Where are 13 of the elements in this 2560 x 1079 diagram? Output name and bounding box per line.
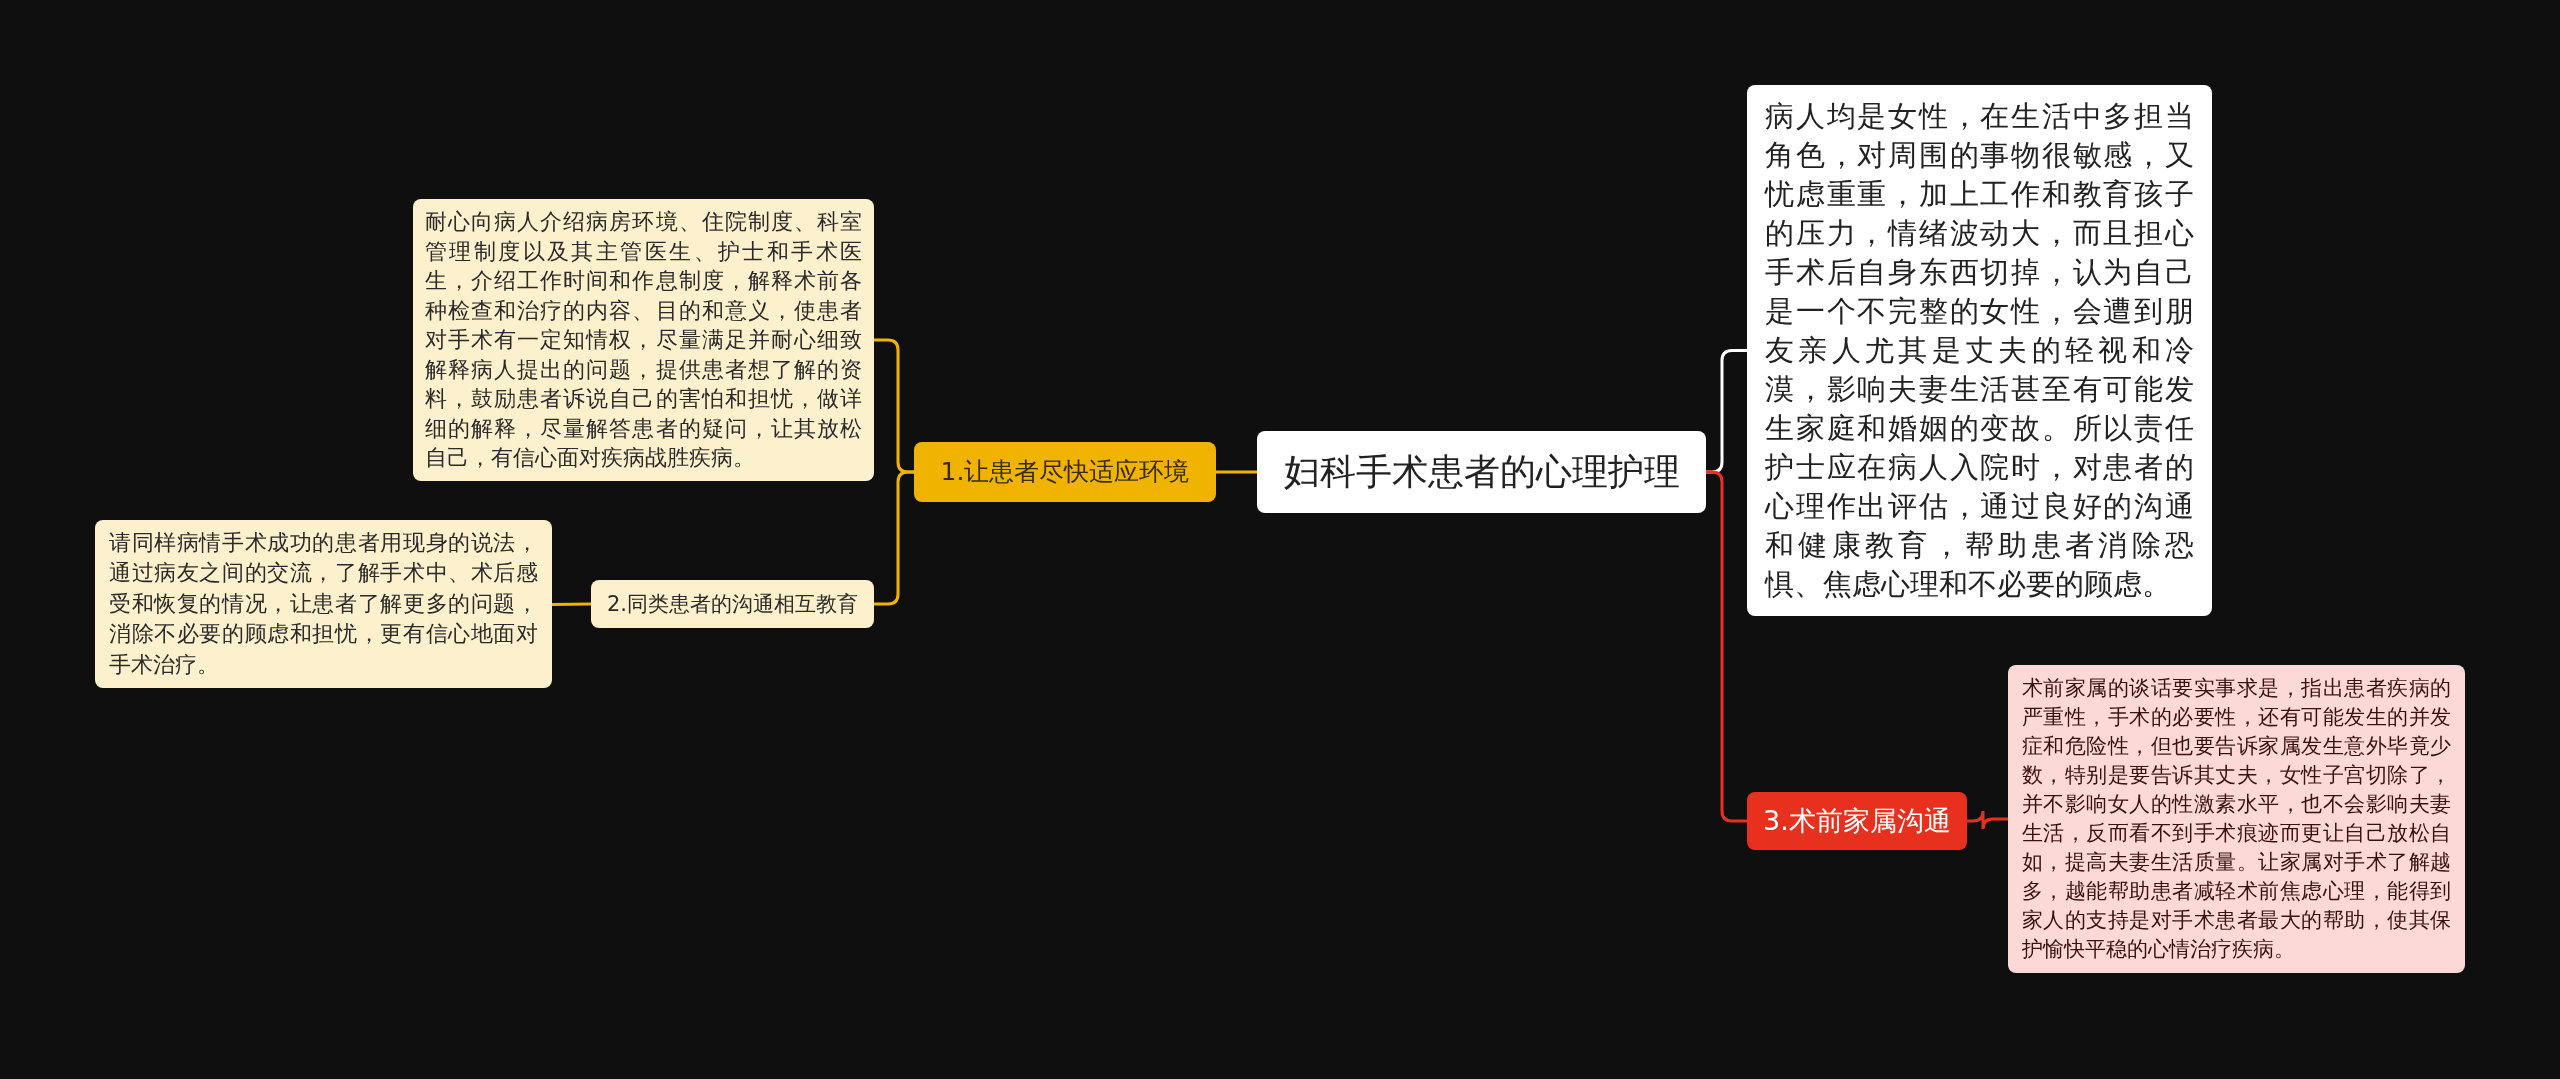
connector-line xyxy=(1967,809,2008,831)
root-topic-box: 妇科手术患者的心理护理 xyxy=(1257,431,1706,513)
note-box: 耐心向病人介绍病房环境、住院制度、科室管理制度以及其主管医生、护士和手术医生，介绍工作时间和作息制度，解释术前各种检查和治疗的内容、目的和意义，使患者对手术有一定知情权，尽量满足并耐心细致解释病人提出的问题，提供患者想了解的资料，鼓励患者诉说自己的害怕和担忧，做详细的解释，尽量解答患者的疑问，让其放松自己，有信心面对疾病战胜疾病。 xyxy=(413,199,874,481)
note-box: 病人均是女性，在生活中多担当角色，对周围的事物很敏感，又忧虑重重，加上工作和教育孩子的压力，情绪波动大，而且担心手术后自身东西切掉，认为自己是一个不完整的女性，会遭到朋友亲人尤其是丈夫的轻视和冷漠，影响夫妻生活甚至有可能发生家庭和婚姻的变故。所以责任护士应在病人入院时，对患者的心理作出评估，通过良好的沟通和健康教育，帮助患者消除恐惧、焦虑心理和不必要的顾虑。 xyxy=(1747,84,2212,616)
connector-line xyxy=(874,470,914,606)
note-box: 术前家属的谈话要实事求是，指出患者疾病的严重性，手术的必要性，还有可能发生的并发症和危险性，但也要告诉家属发生意外毕竟少数，特别是要告诉其丈夫，女性子宫切除了，并不影响女人的性激素水平，也不会影响夫妻生活，反而看不到手术痕迹而更让自己放松自如，提高夫妻生活质量。让家属对手术了解越多，越能帮助患者减轻术前焦虑心理，能得到家人的支持是对手术患者最大的帮助，使其保护愉快平稳的心情治疗疾病。 xyxy=(2008,665,2465,973)
note-box: 请同样病情手术成功的患者用现身的说法，通过病友之间的交流，了解手术中、术后感受和恢复的情况，让患者了解更多的问题，消除不必要的顾虑和担忧，更有信心地面对手术治疗。 xyxy=(95,519,552,688)
connector-line xyxy=(551,602,592,606)
connector-line xyxy=(1216,470,1257,474)
branch-topic-box: 2.同类患者的沟通相互教育 xyxy=(591,580,874,628)
branch-topic-box: 3.术前家属沟通 xyxy=(1747,792,1967,850)
branch-topic-box: 1.让患者尽快适应环境 xyxy=(914,442,1216,502)
connector-line xyxy=(1706,470,1747,823)
